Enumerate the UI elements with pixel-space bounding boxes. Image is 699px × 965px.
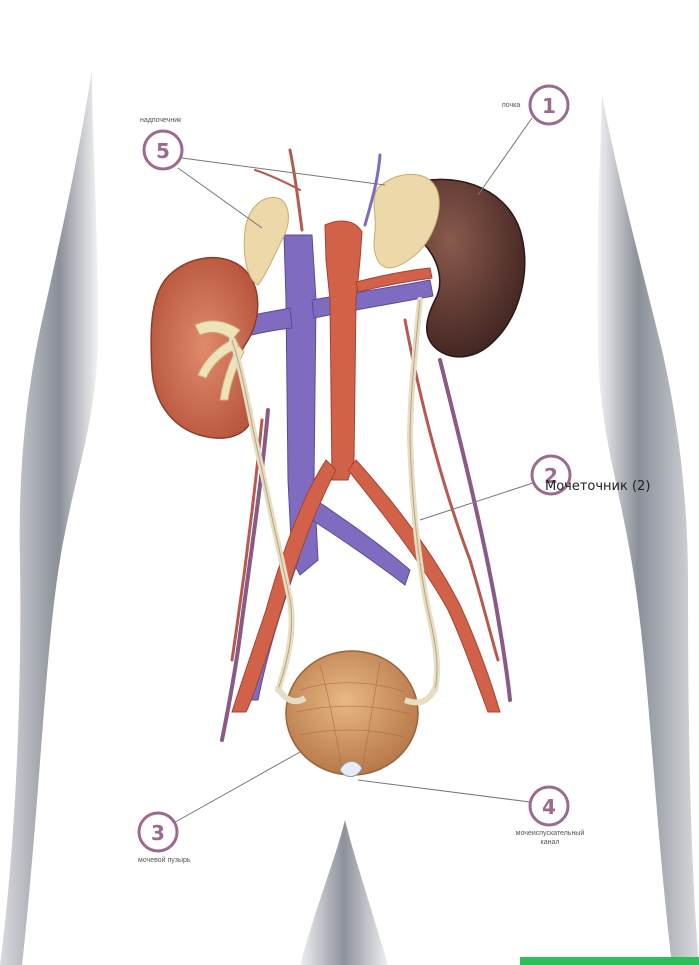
urinary-bladder	[286, 651, 418, 775]
kidney-right	[151, 258, 258, 439]
marker-4: 4	[530, 787, 568, 825]
torso-right-contour	[597, 95, 699, 965]
marker-1: 1	[530, 86, 568, 124]
svg-text:4: 4	[542, 795, 556, 819]
adrenal-gland-right	[244, 198, 288, 285]
label-bladder: мочевой пузырь	[138, 856, 191, 865]
label-urethra-line1: мочеиспускательный	[510, 829, 590, 838]
label-adrenal-glands: надпочечник	[140, 116, 181, 125]
label-kidney: почка	[502, 101, 520, 110]
marker-5: 5	[144, 131, 182, 169]
label-urethra-line2: канал	[510, 838, 590, 847]
label-ureter: Мочеточник (2)	[545, 479, 650, 494]
brand-stripe	[520, 957, 699, 965]
torso-left-contour	[0, 70, 98, 965]
aorta	[325, 221, 362, 480]
adrenal-gland-left	[374, 174, 439, 268]
marker-3: 3	[139, 813, 177, 851]
crotch-contour	[300, 820, 388, 965]
svg-text:1: 1	[542, 94, 556, 118]
svg-text:3: 3	[151, 821, 165, 845]
label-urethra: мочеиспускательный канал	[510, 829, 590, 847]
svg-text:5: 5	[156, 139, 170, 163]
